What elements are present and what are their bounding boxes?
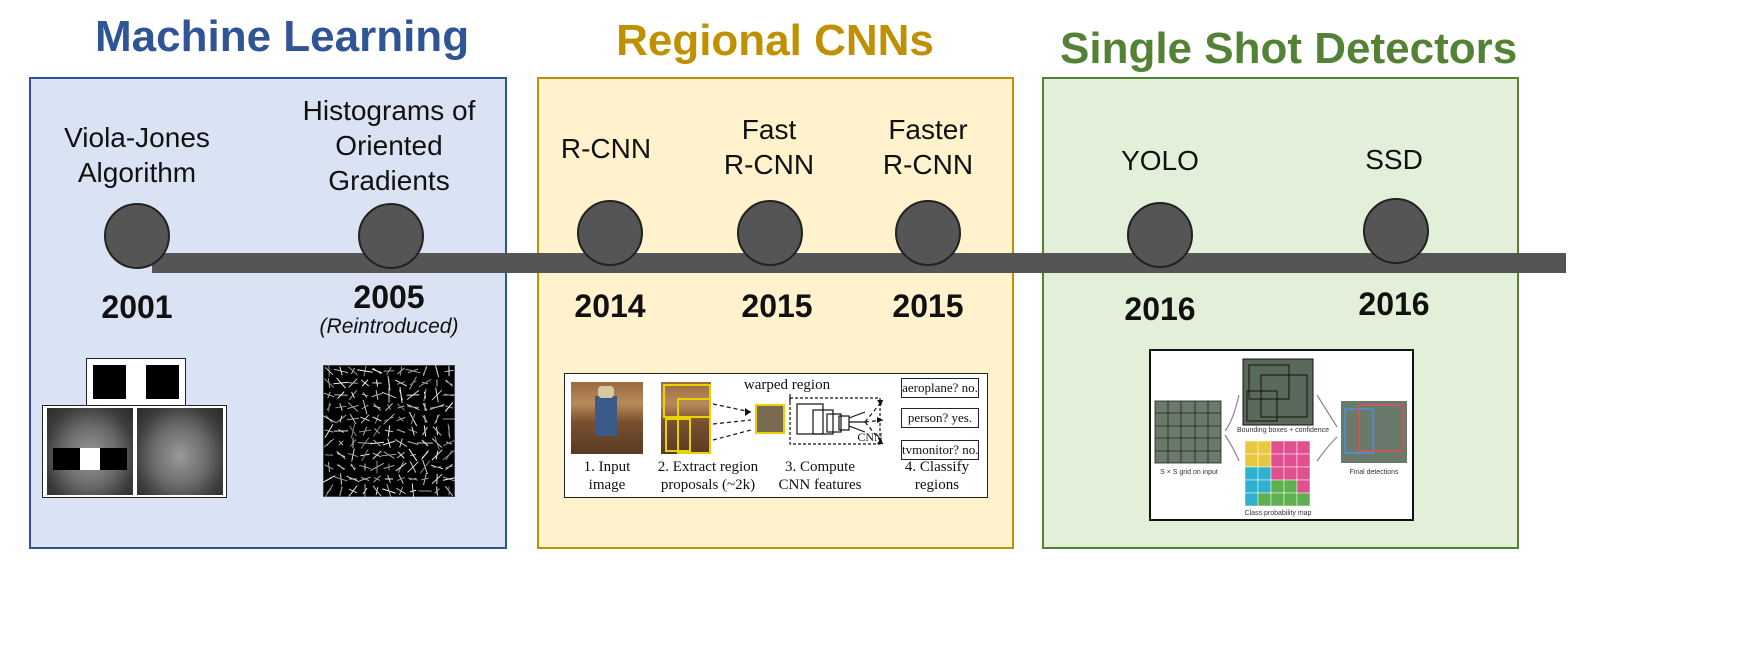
rcnn-arrows — [712, 394, 884, 445]
section-title-machine-learning: Machine Learning — [95, 12, 470, 61]
warped-region-label: warped region — [743, 377, 831, 393]
class-output: aeroplane? no. — [901, 378, 979, 398]
milestone-year: 2005 — [353, 279, 425, 315]
milestone-year: 2001 — [101, 289, 173, 325]
milestone-label-yolo: YOLO — [1121, 143, 1199, 178]
milestone-node-rcnn — [577, 200, 643, 266]
section-title-regional-cnns: Regional CNNs — [616, 16, 934, 65]
milestone-node-yolo — [1127, 202, 1193, 268]
class-output: tvmonitor? no. — [901, 440, 979, 460]
face-photo-icon — [42, 405, 227, 498]
step-line: proposals (~2k) — [660, 477, 756, 493]
label-line: YOLO — [1121, 145, 1199, 176]
warped-region-thumbnail — [755, 404, 785, 434]
milestone-label-hog: Histograms of Oriented Gradients — [303, 93, 476, 198]
section-title-single-shot-detectors: Single Shot Detectors — [1060, 24, 1518, 73]
yolo-graphics — [1154, 358, 1407, 507]
label-line: Faster — [888, 114, 968, 145]
milestone-node-faster-rcnn — [895, 200, 961, 266]
panel-single-shot-detectors — [1042, 77, 1519, 549]
label-line: SSD — [1365, 144, 1423, 175]
milestone-label-viola-jones: Viola-Jones Algorithm — [64, 120, 210, 190]
step-line: 4. Classify — [904, 459, 970, 475]
milestone-year: 2016 — [1358, 286, 1430, 322]
hog-visualization-icon — [323, 365, 455, 497]
milestone-node-hog — [358, 203, 424, 269]
class-output: person? yes. — [901, 408, 979, 428]
milestone-note: (Reintroduced) — [319, 315, 459, 338]
milestone-year: 2015 — [892, 288, 964, 324]
label-line: Gradients — [328, 165, 450, 196]
step-line: 1. Input — [583, 459, 631, 475]
rcnn-step: 4. Classify regions — [887, 458, 987, 494]
label-line: R-CNN — [723, 149, 815, 180]
yolo-pipeline-figure: S × S grid on input Bounding boxes + con… — [1149, 349, 1414, 521]
label-line: R-CNN — [560, 133, 652, 164]
milestone-label-rcnn: R-CNN — [561, 131, 651, 166]
rcnn-step: 3. Compute CNN features — [765, 458, 875, 494]
rcnn-step: 1. Input image — [567, 458, 647, 494]
label-line: Algorithm — [77, 157, 197, 188]
milestone-node-fast-rcnn — [737, 200, 803, 266]
step-line: image — [588, 477, 626, 493]
label-line: R-CNN — [882, 149, 974, 180]
rcnn-step: 2. Extract region proposals (~2k) — [643, 458, 773, 494]
label-line: Fast — [741, 114, 797, 145]
yolo-caption: Bounding boxes + confidence — [1237, 427, 1330, 434]
yolo-caption: Class probability map — [1244, 510, 1312, 517]
milestone-label-faster-rcnn: Faster R-CNN — [883, 112, 973, 182]
step-line: CNN features — [778, 477, 862, 493]
step-line: regions — [914, 477, 960, 493]
step-line: 2. Extract region — [657, 459, 759, 475]
label-line: Histograms of — [302, 95, 476, 126]
haar-feature-icon — [86, 358, 186, 406]
step-line: 3. Compute — [785, 459, 855, 475]
milestone-label-ssd: SSD — [1365, 142, 1423, 177]
milestone-label-fast-rcnn: Fast R-CNN — [724, 112, 814, 182]
milestone-node-viola-jones — [104, 203, 170, 269]
yolo-caption: Final detections — [1349, 469, 1399, 476]
label-line: Viola-Jones — [64, 122, 210, 153]
milestone-year: 2015 — [741, 288, 813, 324]
label-line: Oriented — [335, 130, 443, 161]
milestone-node-ssd — [1363, 198, 1429, 264]
timeline-bar — [152, 253, 1566, 273]
milestone-year: 2016 — [1124, 291, 1196, 327]
rcnn-pipeline-figure: warped region — [564, 373, 988, 498]
cnn-label: CNN — [857, 430, 883, 444]
yolo-caption: S × S grid on input — [1160, 469, 1218, 476]
milestone-year: 2014 — [574, 288, 646, 324]
